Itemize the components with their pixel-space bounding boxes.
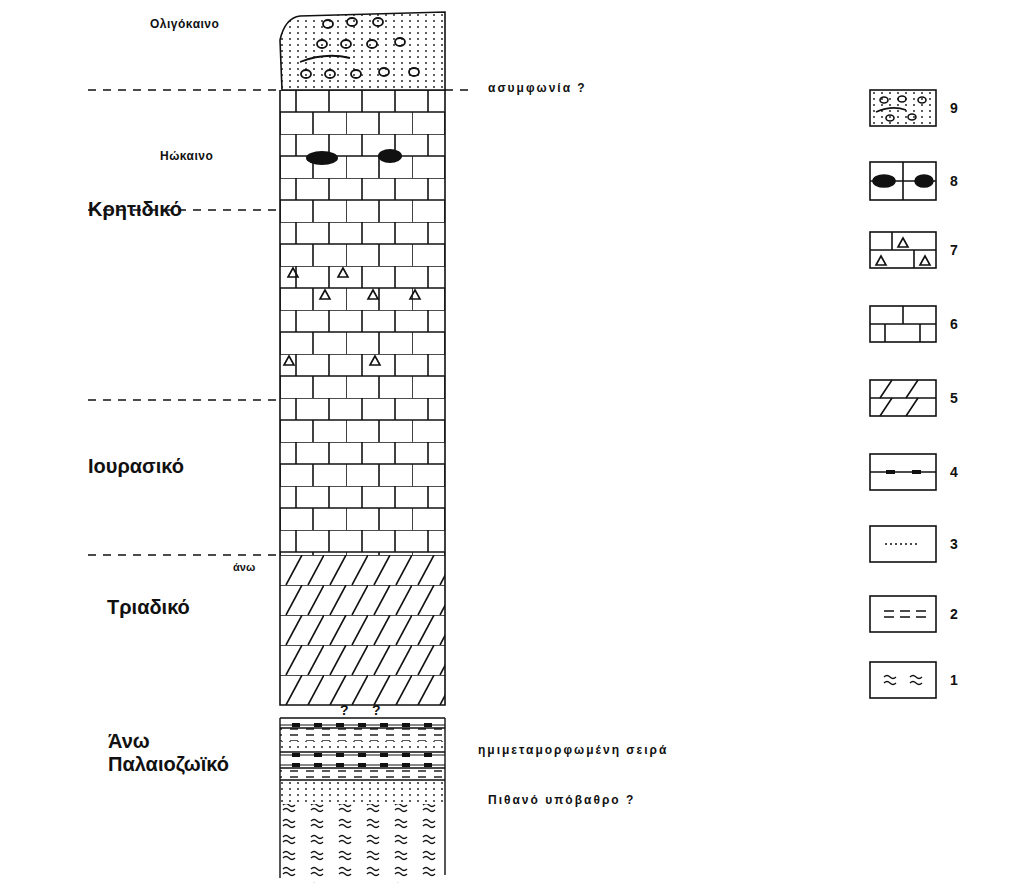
- legend-number: 7: [950, 242, 958, 258]
- legend-number: 6: [950, 316, 958, 332]
- stratigraphic-label: Ηώκαινο: [160, 150, 213, 164]
- legend-number: 9: [950, 100, 958, 116]
- stratigraphic-label: ?: [340, 702, 349, 718]
- legend-number: 2: [950, 606, 958, 622]
- legend-number: 4: [950, 464, 958, 480]
- stratigraphic-label: ασυμφωνία ?: [488, 82, 587, 96]
- legend-number: 3: [950, 536, 958, 552]
- legend-number: 1: [950, 672, 958, 688]
- stratigraphic-label: Κρητιδικό: [88, 198, 182, 221]
- stratigraphic-label: Ολιγόκαινο: [150, 18, 219, 32]
- stratigraphic-label: Πιθανό υπόβαθρο ?: [488, 794, 635, 808]
- stratigraphic-label: ?: [372, 702, 381, 718]
- stratigraphic-label: άνω: [233, 561, 255, 574]
- stratigraphic-label: ημιμεταμορφωμένη σειρά: [478, 744, 668, 758]
- legend-number: 5: [950, 390, 958, 406]
- stratigraphic-label: Άνω Παλαιοζωϊκό: [108, 730, 258, 776]
- legend-number: 8: [950, 173, 958, 189]
- stratigraphic-label: Τριαδικό: [107, 596, 190, 619]
- stratigraphic-label: Ιουρασικό: [88, 455, 184, 478]
